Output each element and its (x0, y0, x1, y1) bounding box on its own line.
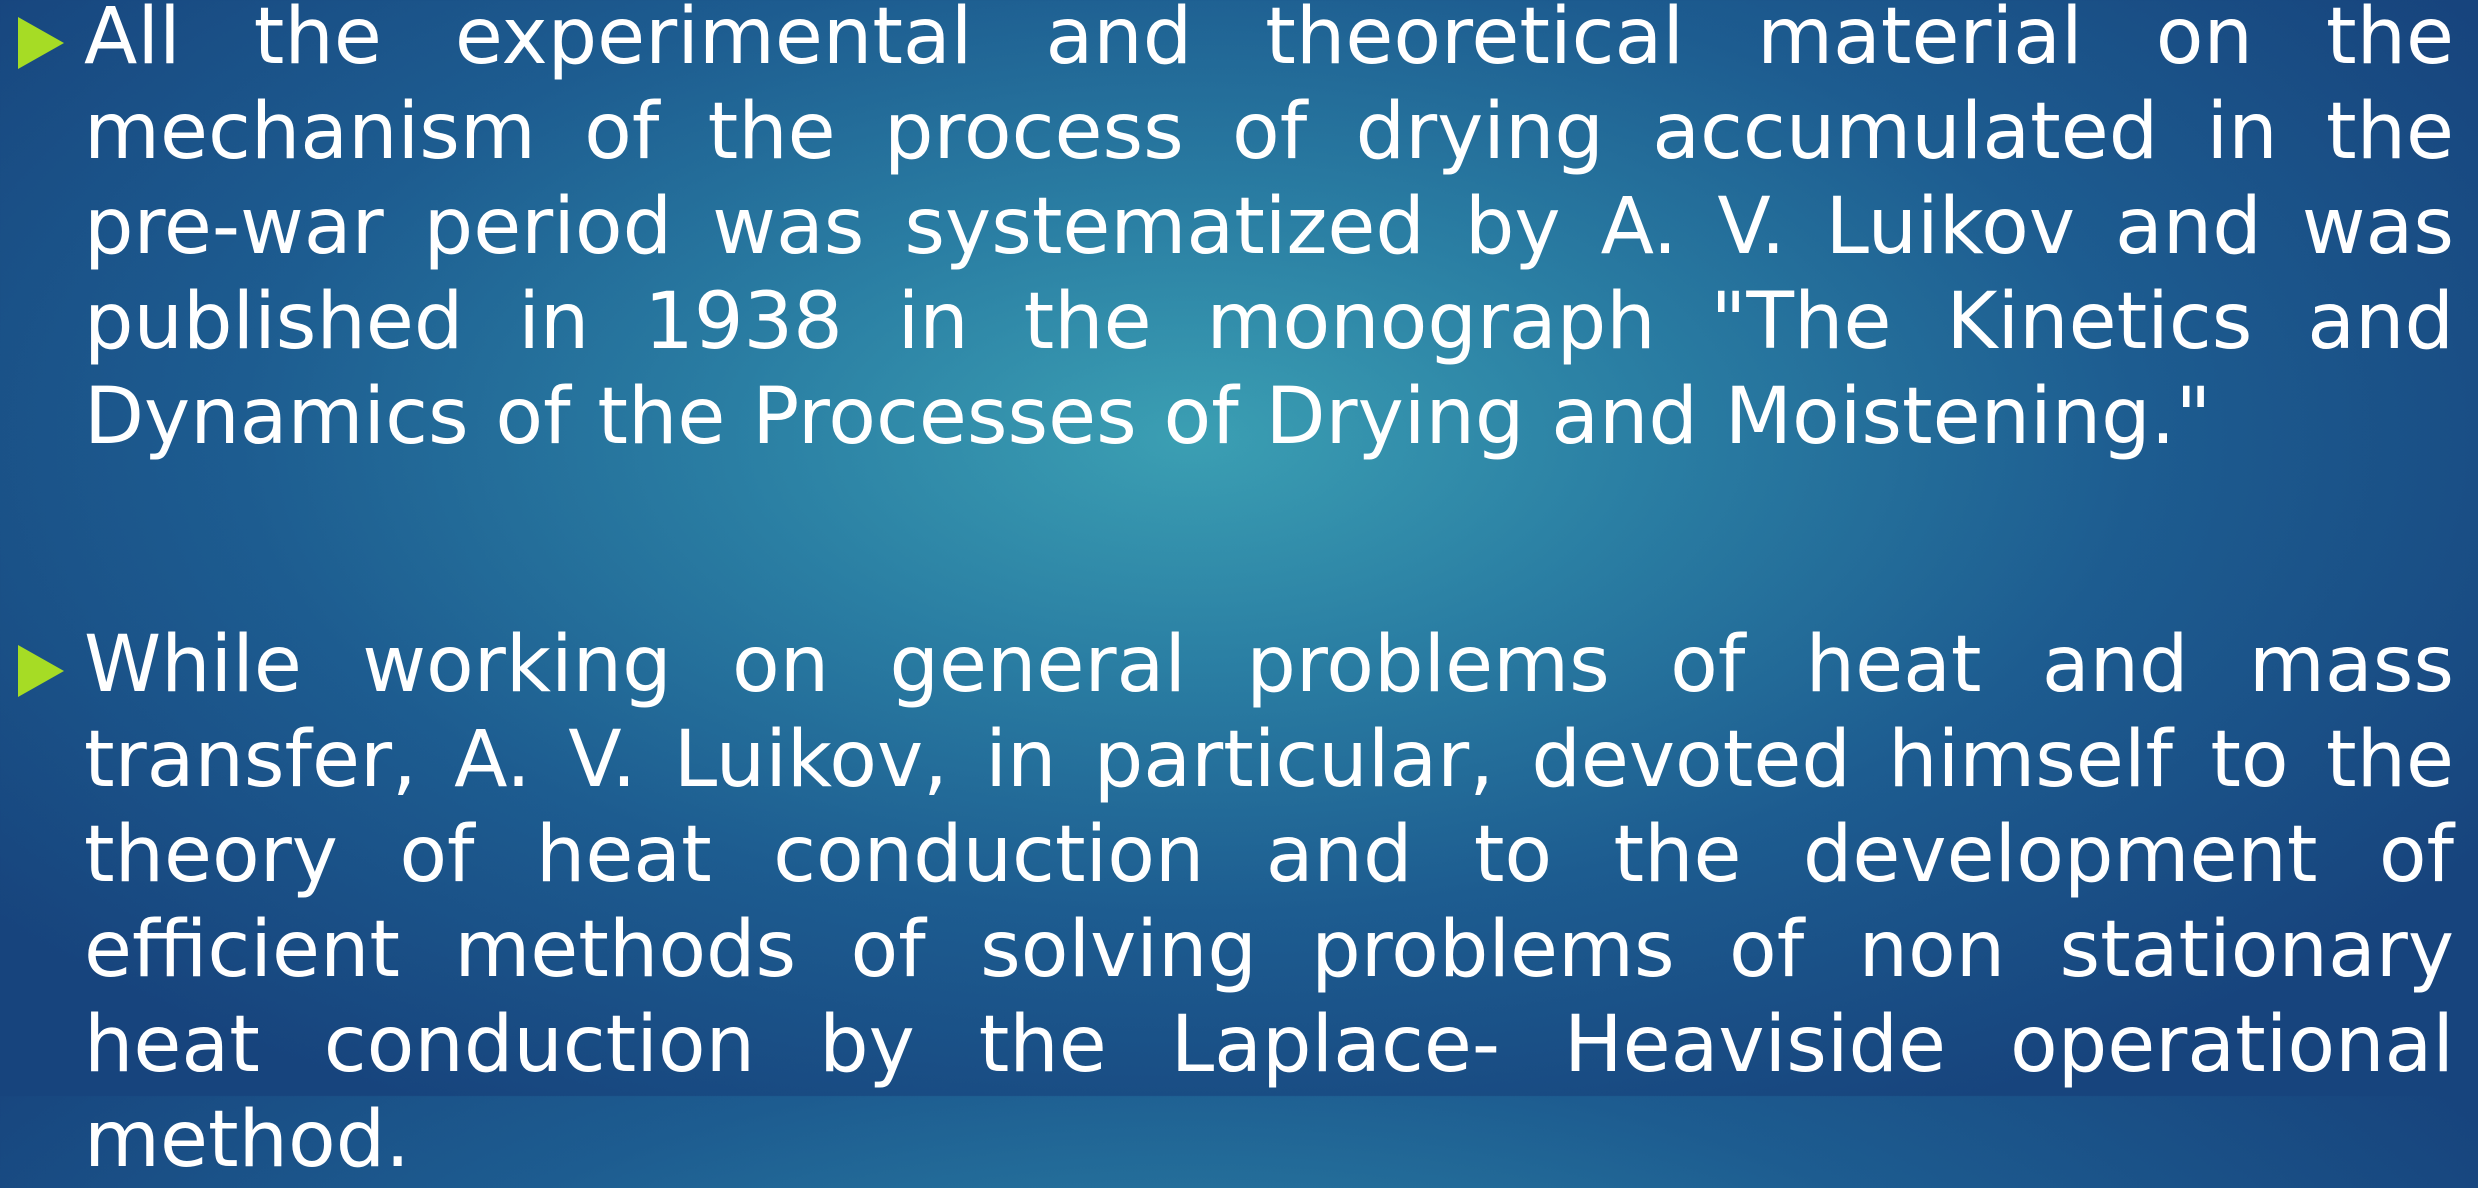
bullet-text: While working on general problems of hea… (84, 620, 2454, 1185)
triangle-right-icon (18, 645, 64, 697)
bullet-text: All the experimental and theoretical mat… (84, 0, 2454, 462)
triangle-right-icon (18, 17, 64, 69)
slide-content: All the experimental and theoretical mat… (18, 0, 2454, 697)
